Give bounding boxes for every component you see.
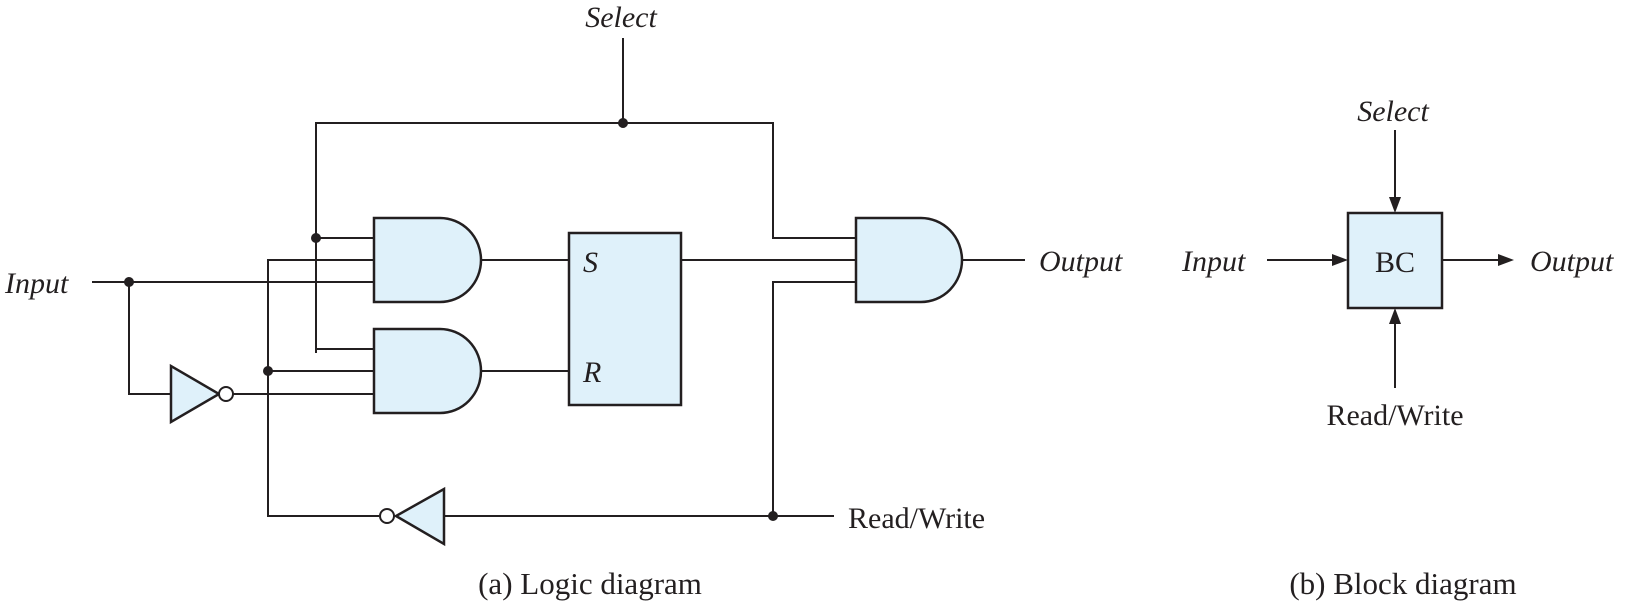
latch-reset-label: R	[582, 356, 601, 389]
junction-dots	[124, 118, 778, 521]
block-select-label: Select	[1357, 95, 1429, 128]
read-write-wires	[267, 259, 856, 517]
block-label: BC	[1375, 246, 1415, 279]
latch-wires	[481, 259, 1025, 372]
input-wires	[92, 281, 374, 395]
inverter-input	[169, 363, 234, 425]
block-input-label: Input	[1181, 245, 1246, 278]
junction-dot	[618, 118, 628, 128]
junction-dot	[263, 366, 273, 376]
and-gate-output	[854, 216, 964, 304]
select-wires	[315, 38, 856, 353]
read-write-label: Read/Write	[848, 502, 985, 535]
select-label: Select	[585, 1, 657, 34]
junction-dot	[311, 233, 321, 243]
block-diagram-caption: (b) Block diagram	[1289, 566, 1516, 601]
input-label: Input	[4, 267, 69, 300]
block-read-write-label: Read/Write	[1326, 399, 1463, 432]
logic-diagram: S R Select Input Output Read/Write (a) L…	[4, 1, 1123, 601]
and-gate-bottom	[372, 327, 483, 415]
sr-latch	[567, 231, 683, 407]
latch-set-label: S	[583, 246, 598, 279]
logic-diagram-caption: (a) Logic diagram	[478, 566, 702, 601]
block-diagram: BC Select Input Output Read/Write (b) Bl…	[1181, 95, 1614, 601]
and-gate-top	[372, 216, 483, 304]
output-label: Output	[1039, 245, 1123, 278]
junction-dot	[124, 277, 134, 287]
block-arrows	[1267, 130, 1514, 388]
block-output-label: Output	[1530, 245, 1614, 278]
inverter-read-write	[379, 486, 446, 547]
junction-dot	[768, 511, 778, 521]
